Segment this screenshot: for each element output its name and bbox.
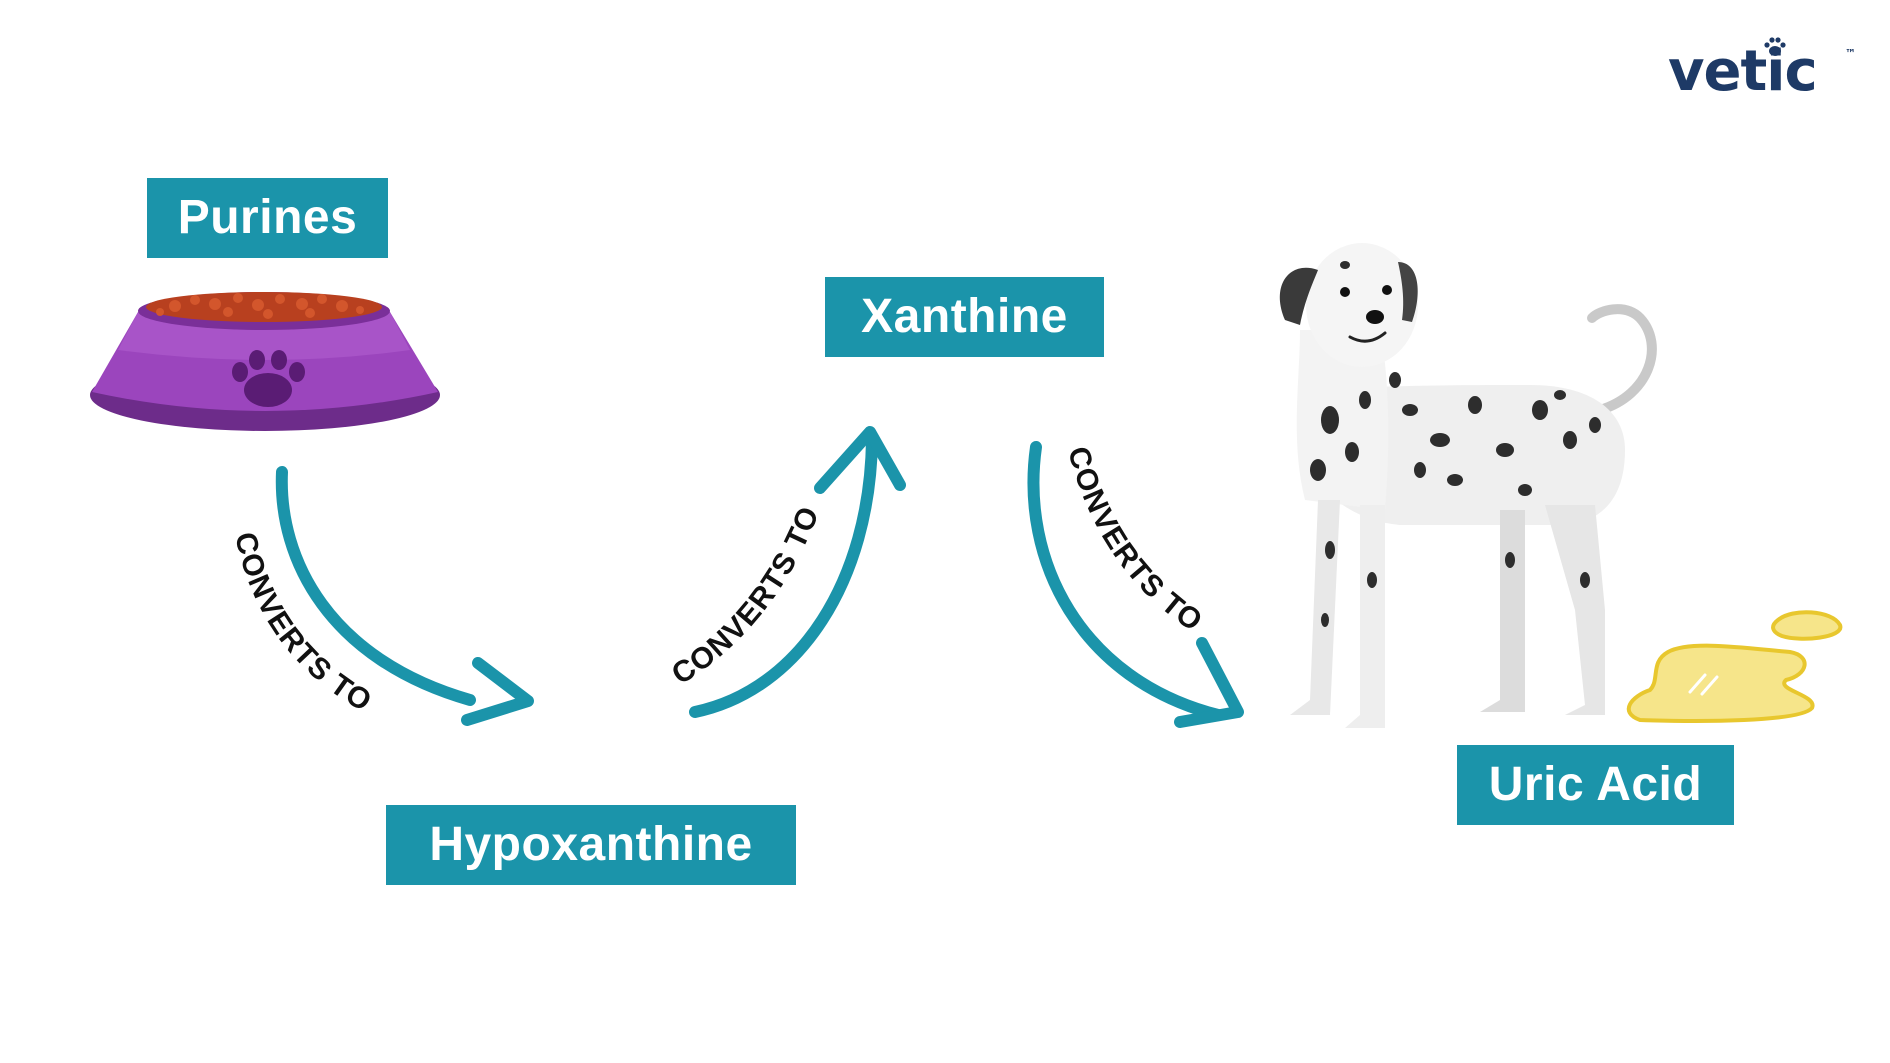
arrow-purines-to-hypoxanthine — [275, 466, 534, 726]
arrow-hypoxanthine-to-xanthine — [689, 426, 906, 718]
node-hypoxanthine: Hypoxanthine — [386, 805, 796, 885]
vetic-logo: vetic ™ — [1668, 37, 1856, 104]
dalmatian-dog-icon — [1279, 243, 1657, 728]
edge-label-1: CONVERTS TO — [228, 529, 378, 719]
edge-label-3: CONVERTS TO — [1061, 443, 1209, 638]
logo-text: vetic — [1668, 39, 1818, 104]
trademark-mark: ™ — [1845, 47, 1856, 60]
food-bowl-icon — [90, 292, 440, 431]
edge-label-2: CONVERTS TO — [666, 501, 826, 691]
node-purines: Purines — [147, 178, 388, 258]
logo-paw-icon — [1764, 37, 1786, 56]
arrow-xanthine-to-uric-acid — [1027, 441, 1244, 728]
paw-icon — [232, 350, 305, 407]
urine-puddle-icon — [1626, 610, 1843, 723]
node-xanthine: Xanthine — [825, 277, 1104, 357]
node-uric-acid: Uric Acid — [1457, 745, 1734, 825]
